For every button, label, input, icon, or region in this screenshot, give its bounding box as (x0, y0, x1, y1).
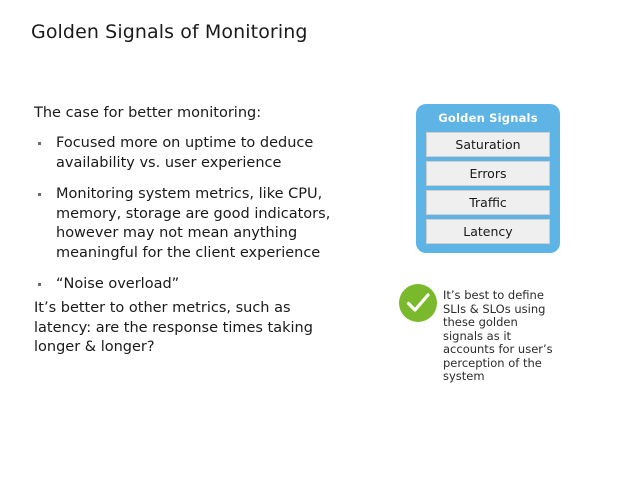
signal-item-errors: Errors (426, 161, 550, 186)
signal-item-latency: Latency (426, 219, 550, 244)
check-circle-icon (399, 284, 437, 322)
golden-signals-panel-title: Golden Signals (438, 111, 538, 125)
list-item-label: Focused more on uptime to deduce availab… (56, 135, 314, 171)
bullet-dot-icon (38, 283, 41, 286)
list-item: Monitoring system metrics, like CPU, mem… (34, 185, 364, 263)
lead-line: The case for better monitoring: (34, 105, 262, 121)
signal-item-saturation: Saturation (426, 132, 550, 157)
list-item: “Noise overload” (34, 275, 364, 295)
note-text: It’s best to define SLIs & SLOs using th… (443, 288, 553, 383)
bullet-dot-icon (38, 142, 41, 145)
page-title: Golden Signals of Monitoring (31, 21, 308, 43)
list-item-label: Monitoring system metrics, like CPU, mem… (56, 186, 331, 261)
bullet-dot-icon (38, 193, 41, 196)
signal-item-label: Traffic (469, 195, 507, 210)
left-content-column: The case for better monitoring: Focused … (34, 103, 364, 295)
list-item: Focused more on uptime to deduce availab… (34, 134, 364, 173)
bullet-list: Focused more on uptime to deduce availab… (34, 134, 364, 295)
list-item-label: “Noise overload” (56, 276, 180, 292)
signal-item-label: Latency (463, 224, 513, 239)
signal-item-traffic: Traffic (426, 190, 550, 215)
closing-paragraph: It’s better to other metrics, such as la… (34, 300, 313, 355)
signal-item-label: Errors (469, 166, 507, 181)
signal-item-label: Saturation (455, 137, 521, 152)
golden-signals-panel: Golden Signals Saturation Errors Traffic… (416, 104, 560, 253)
